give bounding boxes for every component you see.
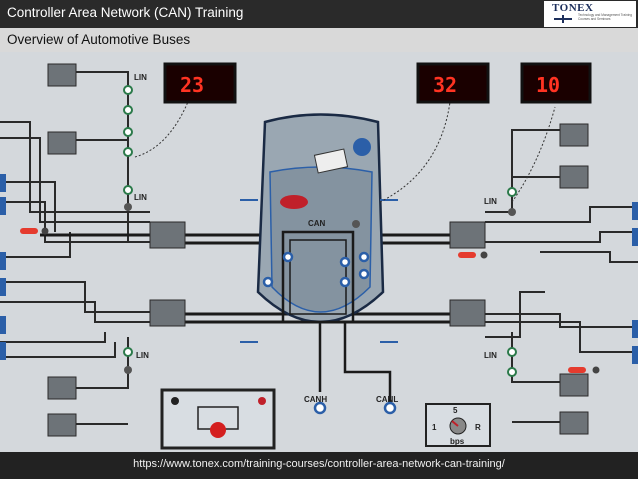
label-lin-low-right: LIN: [484, 351, 497, 360]
display-left: [163, 62, 237, 104]
tonex-logo: TONEX Technology and Management Training…: [544, 1, 636, 27]
can-ports: [262, 251, 397, 415]
edge-plugs: [0, 174, 638, 364]
display-right: [520, 62, 592, 104]
label-lin-low-left: LIN: [136, 351, 149, 360]
label-canl: CANL: [376, 395, 398, 404]
car-body: [240, 113, 398, 343]
label-canh: CANH: [304, 395, 327, 404]
bps-selector: [425, 403, 491, 447]
display-middle-value: 32: [433, 73, 457, 97]
label-lin-right: LIN: [484, 197, 497, 206]
subtitle-bar: Overview of Automotive Buses: [0, 28, 638, 52]
label-knob-top: 5: [453, 406, 458, 415]
wiring-right: [485, 129, 638, 423]
label-knob-right: R: [475, 423, 481, 432]
label-can: CAN: [308, 219, 326, 228]
label-lin-mid-left: LIN: [134, 193, 147, 202]
display-left-value: 23: [180, 73, 204, 97]
label-lin-top-left: LIN: [134, 73, 147, 82]
label-knob-left: 1: [432, 423, 437, 432]
slide-subtitle: Overview of Automotive Buses: [7, 32, 191, 47]
logo-text: TONEX: [552, 2, 594, 14]
logo-mark-icon: [554, 15, 572, 23]
label-bps: bps: [450, 437, 465, 446]
dotted-leads: [134, 96, 556, 203]
footer-bar: https://www.tonex.com/training-courses/c…: [0, 452, 638, 479]
ecu-modules: [47, 63, 589, 437]
display-middle: [416, 62, 490, 104]
logo-tagline: Technology and Management Training Cours…: [578, 13, 633, 21]
footer-url[interactable]: https://www.tonex.com/training-courses/c…: [133, 458, 505, 470]
lin-jacks: [123, 85, 517, 377]
can-training-board: 23 32 10 LIN LIN LIN LIN LIN CAN CANH CA…: [0, 52, 638, 452]
status-leds: [20, 203, 600, 374]
slide-title: Controller Area Network (CAN) Training: [7, 5, 244, 20]
title-bar: Controller Area Network (CAN) Training T…: [0, 0, 638, 28]
can-drop-lines: [318, 322, 392, 402]
display-right-value: 10: [536, 73, 560, 97]
wiring-left: [0, 71, 150, 425]
board-diagram: 23 32 10 LIN LIN LIN LIN LIN CAN CANH CA…: [0, 52, 638, 452]
power-supply-panel: [160, 388, 276, 450]
